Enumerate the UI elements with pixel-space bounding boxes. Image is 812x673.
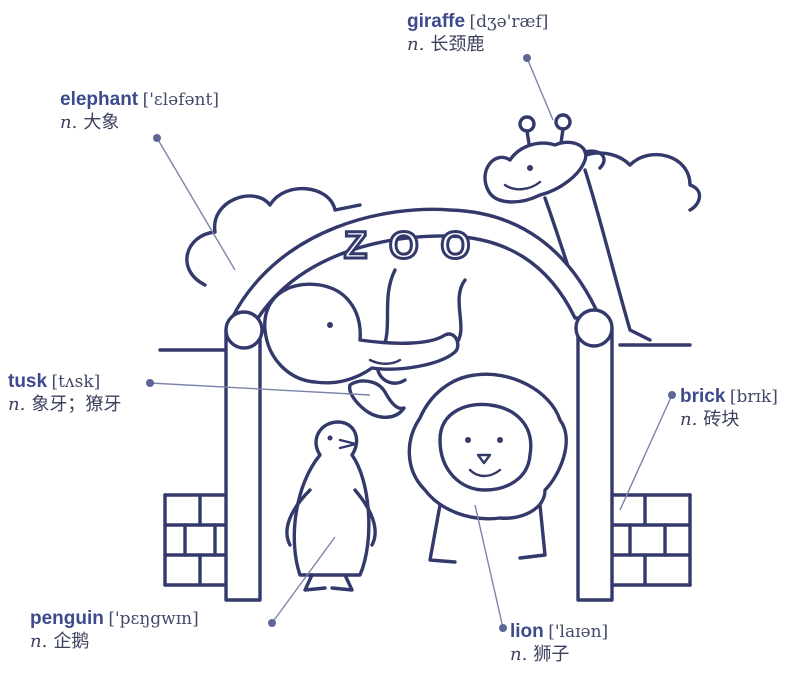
label-penguin-ipa: ['pɛŋgwɪn] (108, 609, 199, 629)
label-brick-pos: n. (680, 408, 698, 430)
label-brick-ipa: [brɪk] (729, 387, 778, 407)
label-elephant-meaning: 大象 (83, 111, 120, 133)
zoo-gate: ZOO (224, 207, 614, 602)
label-giraffe: giraffe [dʒə'ræf] n.长颈鹿 (407, 10, 548, 56)
zoo-sign-text: ZOO (344, 225, 492, 267)
brick-wall-left (163, 493, 237, 587)
label-tusk-word: tusk (8, 371, 48, 392)
label-brick-word: brick (680, 386, 726, 407)
lion-drawing (407, 372, 568, 564)
label-giraffe-ipa: [dʒə'ræf] (469, 12, 549, 32)
leader-lines (146, 54, 676, 632)
label-giraffe-meaning: 长颈鹿 (430, 33, 485, 55)
label-lion-ipa: ['laɪən] (548, 622, 609, 642)
label-brick: brick [brɪk] n.砖块 (680, 385, 778, 431)
tusk-drawing (347, 379, 406, 419)
label-giraffe-word: giraffe (407, 11, 466, 32)
label-lion-pos: n. (510, 643, 528, 665)
label-elephant-word: elephant (60, 89, 139, 110)
label-giraffe-pos: n. (407, 33, 425, 55)
label-lion: lion ['laɪən] n.狮子 (510, 620, 608, 666)
label-penguin: penguin ['pɛŋgwɪn] n.企鹅 (30, 607, 199, 653)
label-lion-word: lion (510, 621, 544, 642)
label-elephant-pos: n. (60, 111, 78, 133)
label-tusk-meaning: 象牙；獠牙 (31, 393, 122, 415)
label-elephant: elephant ['ɛləfənt] n.大象 (60, 88, 219, 134)
label-tusk: tusk [tʌsk] n.象牙；獠牙 (8, 370, 121, 416)
brick-wall-right (608, 493, 692, 587)
label-penguin-meaning: 企鹅 (53, 630, 90, 652)
penguin-drawing (285, 420, 377, 592)
label-lion-meaning: 狮子 (533, 643, 570, 665)
label-tusk-pos: n. (8, 393, 26, 415)
label-elephant-ipa: ['ɛləfənt] (142, 90, 219, 110)
label-tusk-ipa: [tʌsk] (51, 372, 101, 392)
label-penguin-word: penguin (30, 608, 104, 629)
elephant-drawing (263, 282, 460, 385)
label-penguin-pos: n. (30, 630, 48, 652)
label-brick-meaning: 砖块 (703, 408, 740, 430)
